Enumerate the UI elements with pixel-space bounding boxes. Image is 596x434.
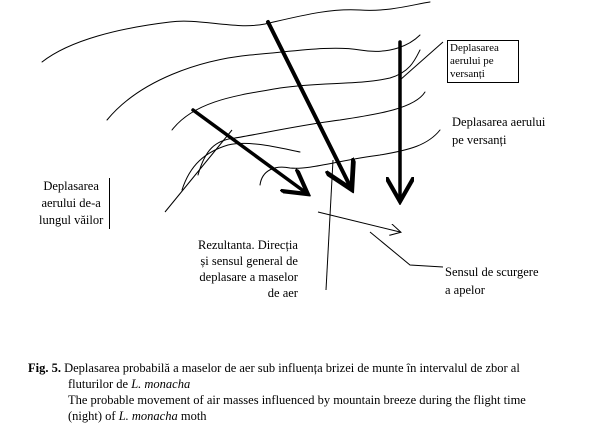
label-text: Sensul de scurgere — [445, 265, 539, 279]
leader-result — [325, 159, 334, 291]
leader-flow — [369, 231, 444, 268]
caption-text: fluturilor de — [68, 377, 132, 391]
figure-number: Fig. 5. — [28, 361, 61, 375]
label-text: versanți — [450, 68, 485, 80]
label-text: Deplasarea — [43, 179, 99, 193]
ridge-line-2 — [106, 34, 421, 121]
large-slope-arrow — [266, 20, 350, 186]
species-name: L. monacha — [118, 409, 178, 423]
label-text: aerului pe — [450, 55, 494, 67]
caption-en-line-2: (night) of L. monacha moth — [28, 408, 588, 424]
species-name: L. monacha — [131, 377, 191, 391]
leader-top-box — [399, 41, 444, 81]
caption-en-line-1: The probable movement of air masses infl… — [28, 392, 588, 408]
label-resultant: Rezultanta. Direcția și sensul general d… — [198, 237, 298, 301]
label-text: Rezultanta. Direcția — [198, 238, 298, 252]
caption-text: The probable movement of air masses infl… — [68, 393, 526, 407]
ridge-line-4 — [197, 91, 426, 176]
label-text: lungul văilor — [39, 213, 104, 227]
leader-valley — [164, 129, 233, 213]
caption-ro-line-1: Fig. 5. Deplasarea probabilă a maselor d… — [28, 360, 588, 376]
caption-ro-line-2: fluturilor de L. monacha — [28, 376, 588, 392]
label-text: a apelor — [445, 283, 485, 297]
label-text: aerului de-a — [41, 196, 101, 210]
ridge-line-3 — [171, 49, 421, 131]
valley-arrow — [191, 108, 305, 192]
water-flow-arrow — [317, 211, 400, 232]
label-text: și sensul general de — [200, 254, 298, 268]
label-text: pe versanți — [452, 133, 507, 147]
label-text: Deplasarea aerului — [452, 115, 546, 129]
label-text: de aer — [267, 286, 298, 300]
label-slope-air: Deplasarea aerului pe versanți — [452, 113, 545, 149]
label-valley-air: Deplasarea aerului de-a lungul văilor — [39, 178, 111, 229]
caption-text: Deplasarea probabilă a maselor de aer su… — [60, 361, 520, 375]
valley-line-2 — [181, 142, 301, 191]
figure-caption: Fig. 5. Deplasarea probabilă a maselor d… — [28, 360, 588, 424]
label-slope-air-box: Deplasarea aerului pe versanți — [447, 40, 519, 83]
label-text: Deplasarea — [450, 42, 499, 54]
ridge-line-1 — [41, 1, 431, 63]
label-water-flow: Sensul de scurgere a apelor — [445, 263, 539, 299]
label-text: deplasare a maselor — [199, 270, 298, 284]
caption-text: (night) of — [68, 409, 119, 423]
caption-text: moth — [177, 409, 207, 423]
